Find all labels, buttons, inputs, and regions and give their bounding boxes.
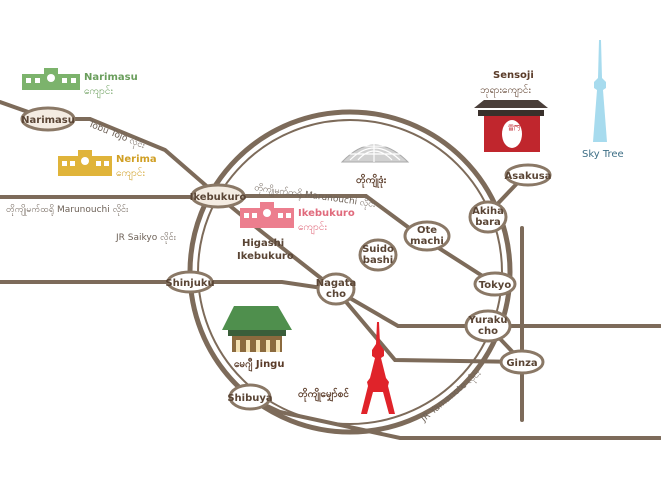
sky-tree-icon — [593, 40, 607, 142]
station-tokyo[interactable]: Tokyo — [473, 271, 517, 297]
station-nagatacho-label-2: cho — [326, 289, 346, 300]
station-otemachi-label-1: Ote — [417, 225, 437, 236]
station-shibuya[interactable]: Shibuya — [227, 383, 273, 411]
station-nagatacho[interactable]: Nagata cho — [316, 272, 357, 306]
station-yurakucho-label-2: cho — [478, 326, 498, 337]
school-ikebukuro: Ikebukuro ကျောင်း — [240, 202, 355, 235]
station-akihabara-label-1: Akiha — [472, 206, 504, 217]
station-shinjuku[interactable]: Shinjuku — [165, 270, 215, 294]
school-nerima: Nerima ကျောင်း — [58, 150, 157, 181]
temple-gate-icon: 雷門 — [474, 100, 548, 152]
station-narimasu-label: Narimasu — [21, 115, 75, 126]
meiji-jingu-label: မေဂျီ Jingu — [234, 357, 284, 373]
school-building-icon — [22, 68, 80, 90]
school-ikebukuro-sub: ကျောင်း — [298, 220, 327, 235]
station-nagatacho-label-1: Nagata — [316, 278, 357, 289]
station-akihabara-label-2: bara — [475, 217, 501, 228]
station-tokyo-label: Tokyo — [479, 280, 512, 291]
school-nerima-name: Nerima — [116, 154, 157, 165]
label-marunouchi-west: တိုကျိုမက်ထရို Marunouchi လိုင်း — [6, 204, 129, 216]
station-suidobashi-label-1: Suido — [362, 244, 394, 255]
sensoji-label: Sensoji — [493, 70, 534, 81]
station-yurakucho-label-1: Yuraku — [467, 315, 507, 326]
marunouchi-line-east — [216, 194, 497, 286]
tokyo-dome-landmark: တိုကျိုဒုံး — [340, 138, 410, 189]
label-tobu-tojo: Tobu Tojo လိုင်း — [86, 118, 148, 152]
station-ikebukuro[interactable]: Ikebukuro — [190, 183, 247, 209]
station-yurakucho[interactable]: Yuraku cho — [464, 309, 512, 343]
sky-tree-landmark: Sky Tree — [582, 40, 624, 160]
school-building-icon — [58, 150, 112, 176]
station-ginza[interactable]: Ginza — [499, 349, 545, 375]
station-asakusa[interactable]: Asakusa — [504, 163, 552, 187]
higashi-ikebukuro-line2: Ikebukuro — [237, 251, 294, 262]
station-shinjuku-label: Shinjuku — [165, 278, 214, 289]
sensoji-landmark: Sensoji ဘုရားကျောင်း 雷門 — [474, 70, 548, 152]
school-narimasu: Narimasu ကျောင်း — [22, 68, 138, 99]
school-building-icon — [240, 202, 294, 228]
station-ginza-label: Ginza — [506, 358, 537, 369]
sky-tree-label: Sky Tree — [582, 149, 624, 160]
station-akihabara[interactable]: Akiha bara — [468, 200, 508, 234]
track-lines — [0, 100, 661, 440]
school-narimasu-name: Narimasu — [84, 72, 138, 83]
label-jr-saikyo: JR Saikyo လိုင်း — [115, 232, 177, 244]
station-otemachi[interactable]: Ote machi — [403, 220, 451, 252]
tokyo-tower-landmark: တိုကျိုမျှော်စင် — [298, 322, 395, 414]
lantern-text: 雷門 — [508, 125, 520, 132]
tokyo-dome-label: တိုကျိုဒုံး — [356, 173, 387, 189]
stations: Narimasu Ikebukuro Shinjuku Shibuya Naga… — [20, 106, 552, 411]
tokyo-tower-icon — [361, 322, 395, 414]
sensoji-sub-label: ဘုရားကျောင်း — [480, 83, 531, 98]
school-ikebukuro-name: Ikebukuro — [298, 208, 355, 219]
station-ikebukuro-label: Ikebukuro — [190, 192, 247, 203]
tokyo-tower-label: တိုကျိုမျှော်စင် — [298, 387, 349, 403]
shibuya-south-line — [248, 396, 661, 440]
label-jr-yamanote: JR Yamanote လိုင်း — [418, 367, 484, 425]
higashi-ikebukuro-label: Higashi Ikebukuro — [237, 238, 294, 262]
station-otemachi-label-2: machi — [410, 236, 444, 247]
meiji-jingu-landmark: မေဂျီ Jingu — [222, 306, 292, 373]
station-asakusa-label: Asakusa — [505, 171, 552, 182]
school-narimasu-sub: ကျောင်း — [84, 84, 113, 99]
station-narimasu[interactable]: Narimasu — [20, 106, 76, 132]
station-shibuya-label: Shibuya — [227, 393, 272, 404]
school-nerima-sub: ကျောင်း — [116, 166, 145, 181]
shrine-icon — [222, 306, 292, 352]
higashi-ikebukuro-line1: Higashi — [242, 238, 284, 249]
station-suidobashi[interactable]: Suido bashi — [358, 238, 398, 272]
station-suidobashi-label-2: bashi — [363, 255, 393, 266]
